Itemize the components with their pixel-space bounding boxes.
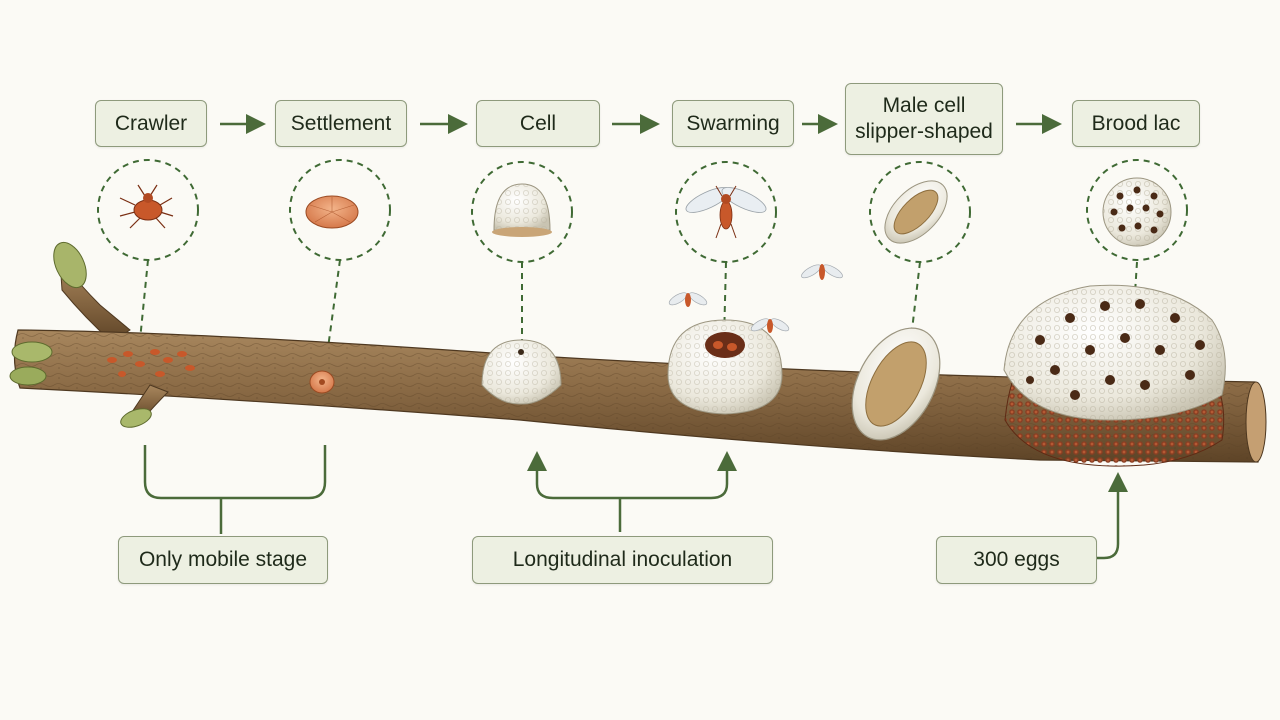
stage-label-swarming: Swarming	[672, 100, 794, 147]
magnifier-circle-brood-lac	[1086, 159, 1188, 261]
magnifier-circle-crawler	[97, 159, 199, 261]
branch	[9, 241, 1267, 463]
settled-scale-icon	[305, 195, 359, 229]
magnifier-circle-swarming	[675, 161, 777, 263]
bracket-longitudinal-inoculation	[527, 451, 737, 532]
flying-males	[668, 264, 843, 333]
brood-lac-icon	[1102, 177, 1172, 247]
stage-label-brood-lac: Brood lac	[1072, 100, 1200, 147]
swarming-cell-on-branch	[667, 319, 783, 415]
magnifier-circle-cell	[471, 161, 573, 263]
stage-label-text: Settlement	[290, 111, 392, 135]
stage-label-text: Swarming	[686, 111, 780, 135]
arrow-300-eggs	[1097, 472, 1128, 560]
stage-label-text: Crawler	[114, 111, 188, 135]
note-text: Only mobile stage	[138, 548, 308, 571]
note-text: 300 eggs	[973, 548, 1060, 571]
note-text: Longitudinal inoculation	[512, 548, 733, 571]
note-longitudinal-inoculation: Longitudinal inoculation	[472, 536, 773, 584]
stage-label-cell: Cell	[476, 100, 600, 147]
stage-label-text-line2: slipper-shaped	[855, 120, 993, 143]
stage-label-male-cell: Male cell slipper-shaped	[845, 83, 1003, 155]
male-cell-on-branch	[851, 327, 941, 441]
stage-label-text: Brood lac	[1091, 111, 1181, 135]
stage-label-settlement: Settlement	[275, 100, 407, 147]
magnifier-circle-settlement	[289, 159, 391, 261]
magnifier-circle-male-cell	[869, 161, 971, 263]
wax-cell-icon	[492, 183, 552, 237]
note-only-mobile-stage: Only mobile stage	[118, 536, 328, 584]
brood-lac-crust-on-branch	[1003, 284, 1226, 467]
bracket-only-mobile-stage	[143, 445, 327, 534]
slipper-cell-icon	[884, 180, 948, 244]
wax-cell-on-branch	[481, 339, 562, 405]
stage-label-text: Cell	[519, 111, 557, 135]
stage-label-crawler: Crawler	[95, 100, 207, 147]
settled-insect-on-branch	[309, 370, 335, 394]
winged-male-icon	[685, 185, 767, 239]
note-300-eggs: 300 eggs	[936, 536, 1097, 584]
crawlers-on-branch	[107, 349, 195, 377]
stage-label-text-line1: Male cell	[882, 94, 966, 117]
